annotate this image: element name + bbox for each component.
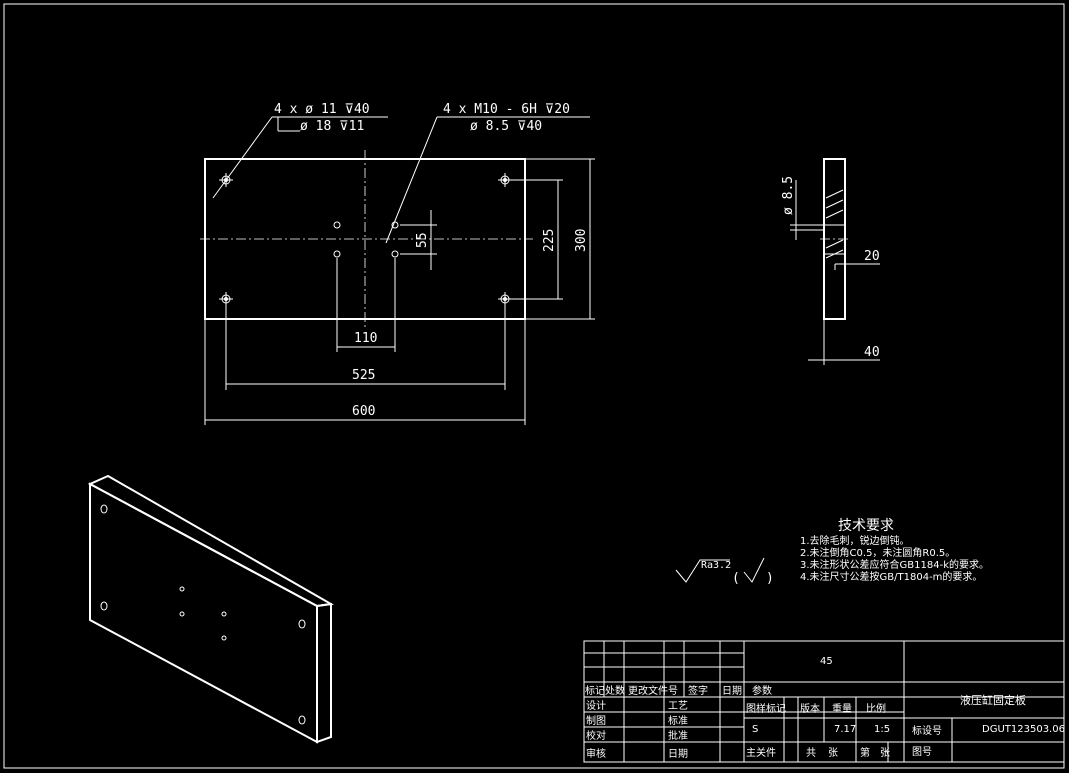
scale-value: 1:5 [874, 724, 890, 735]
tech-item-4: 4.未注尺寸公差按GB/T1804-m的要求。 [800, 570, 982, 583]
label-main-doc: 主关件 [746, 746, 776, 759]
stage-value: S [752, 724, 758, 735]
label-total: 共 [806, 747, 816, 759]
weight-value: 7.17 [834, 724, 856, 735]
tech-item-3: 3.未注形状公差应符合GB1184-k的要求。 [800, 558, 989, 571]
title-block: 45 液压缸固定板 DGUT123503.06 S 7.17 1:5 标记 处数… [583, 640, 1065, 763]
hdr-scale: 比例 [866, 702, 886, 715]
roughness-paren-open: ( [732, 571, 740, 586]
label-design: 设计 [586, 699, 606, 712]
hdr-stage-mark: 图样标记 [746, 702, 786, 715]
material-value: 45 [820, 656, 833, 667]
label-standard: 标准 [668, 715, 688, 727]
corner-holes [219, 173, 512, 306]
dim-110-label: 110 [354, 331, 377, 346]
drawing-number: DGUT123503.06 [982, 724, 1065, 735]
label-fig-no: 图号 [912, 746, 932, 758]
part-name: 液压缸固定板 [960, 693, 1026, 707]
label-params: 参数 [752, 684, 772, 697]
tech-requirements: 技术要求 1.去除毛刺，锐边倒钝。 2.未注倒角C0.5，未注圆角R0.5。 3… [675, 518, 989, 586]
hdr-sign: 签字 [688, 684, 708, 697]
label-process: 工艺 [668, 700, 688, 712]
roughness-paren-close: ) [766, 571, 774, 586]
threaded-holes [333, 221, 399, 258]
hdr-weight: 重量 [832, 702, 852, 715]
side-view: ø 8.5 20 40 [781, 158, 880, 365]
drawing-border [3, 3, 1065, 769]
tech-item-2: 2.未注倒角C0.5，未注圆角R0.5。 [800, 546, 955, 559]
side-dim-40-label: 40 [864, 345, 880, 360]
side-dim-hole-label: ø 8.5 [781, 176, 796, 215]
label-std-no: 标设号 [912, 725, 942, 737]
callout-counterbore-line2: ø 18 ⊽11 [300, 119, 364, 134]
tech-item-1: 1.去除毛刺，锐边倒钝。 [800, 534, 910, 547]
dim-225-label: 225 [542, 229, 557, 252]
hdr-mark: 标记 [585, 685, 605, 697]
roughness-value: Ra3.2 [701, 560, 731, 571]
hdr-date: 日期 [722, 685, 742, 697]
label-review: 审核 [586, 747, 606, 760]
dim-55-label: 55 [415, 232, 430, 248]
hdr-count: 处数 [605, 684, 625, 697]
dim-525-label: 525 [352, 368, 375, 383]
label-check: 校对 [586, 729, 606, 742]
roughness-symbol-small [743, 557, 765, 583]
roughness-symbol [675, 559, 730, 583]
callout-counterbore-line1: 4 x ø 11 ⊽40 [274, 102, 370, 117]
label-approve: 批准 [668, 729, 688, 742]
hdr-version: 版本 [800, 702, 820, 715]
front-view: 4 x ø 11 ⊽40 ø 18 ⊽11 4 x M10 - 6H ⊽20 ø… [200, 102, 595, 425]
hdr-change-doc: 更改文件号 [628, 684, 678, 697]
label-sheet-1: 张 [828, 747, 838, 759]
dim-600-label: 600 [352, 404, 375, 419]
callout-thread-line1: 4 x M10 - 6H ⊽20 [443, 102, 570, 117]
label-sheet-2: 张 [880, 747, 890, 759]
dim-300-label: 300 [574, 229, 589, 252]
side-dim-20-label: 20 [864, 249, 880, 264]
label-date: 日期 [668, 748, 688, 760]
tech-title: 技术要求 [838, 518, 894, 534]
label-draw: 制图 [586, 714, 606, 727]
callout-thread-line2: ø 8.5 ⊽40 [470, 119, 542, 134]
isometric-view [87, 474, 335, 744]
label-no: 第 [860, 746, 870, 759]
